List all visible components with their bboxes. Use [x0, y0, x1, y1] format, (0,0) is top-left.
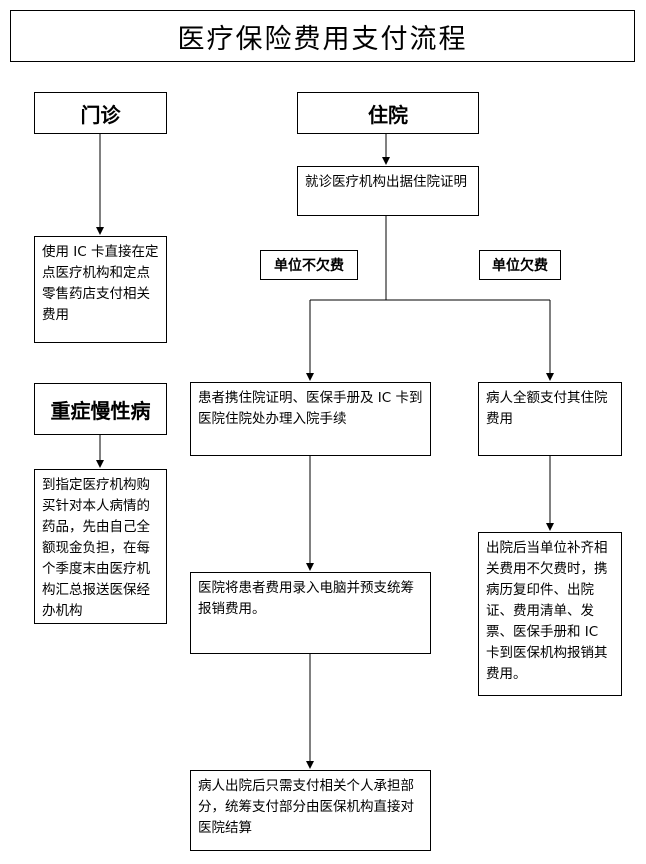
inpatient-header: 住院	[297, 92, 479, 134]
branch-label-arrears-text: 单位欠费	[492, 258, 548, 274]
outpatient-header: 门诊	[34, 92, 167, 134]
arrears-step-1: 病人全额支付其住院费用	[478, 382, 622, 456]
outpatient-header-text: 门诊	[80, 102, 121, 127]
inpatient-step-1: 就诊医疗机构出据住院证明	[297, 166, 479, 216]
chronic-header-text: 重症慢性病	[50, 398, 151, 423]
no-arrears-step-2: 医院将患者费用录入电脑并预支统筹报销费用。	[190, 572, 431, 654]
no-arrears-step-1: 患者携住院证明、医保手册及 IC 卡到医院住院处办理入院手续	[190, 382, 431, 456]
chronic-header: 重症慢性病	[34, 383, 167, 435]
arrears-step-2: 出院后当单位补齐相关费用不欠费时，携病历复印件、出院证、费用清单、发票、医保手册…	[478, 532, 622, 696]
branch-label-no-arrears: 单位不欠费	[260, 250, 358, 280]
branch-label-no-arrears-text: 单位不欠费	[274, 258, 344, 274]
page-title: 医疗保险费用支付流程	[177, 23, 468, 55]
title-box: 医疗保险费用支付流程	[10, 10, 635, 62]
inpatient-header-text: 住院	[368, 102, 408, 127]
no-arrears-step-3: 病人出院后只需支付相关个人承担部分，统筹支付部分由医保机构直接对医院结算	[190, 770, 431, 851]
outpatient-step: 使用 IC 卡直接在定点医疗机构和定点零售药店支付相关费用	[34, 236, 167, 343]
chronic-step: 到指定医疗机构购买针对本人病情的药品，先由自己全额现金负担，在每个季度末由医疗机…	[34, 469, 167, 624]
branch-label-arrears: 单位欠费	[479, 250, 561, 280]
